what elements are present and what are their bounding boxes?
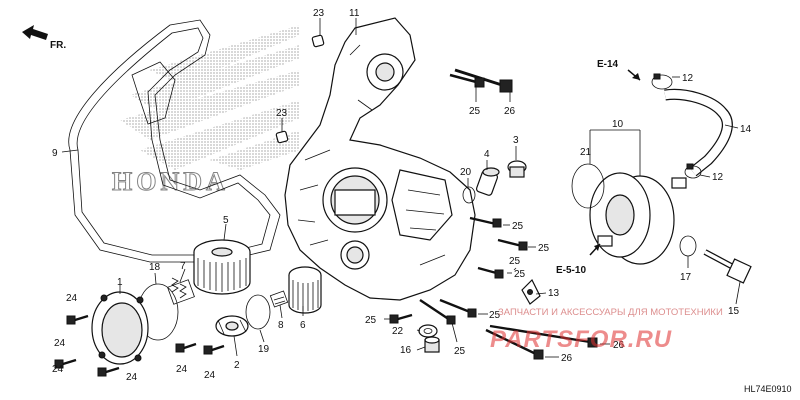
part-23-dowel-pin-upper: [311, 34, 325, 48]
callout-22: 22: [392, 326, 404, 337]
part-24-bolt-c: [97, 366, 120, 377]
watermark-brand: PARTSFOR.RU: [490, 326, 672, 353]
callout-24-c: 24: [126, 372, 138, 383]
part-10-oil-cooler: [589, 172, 687, 265]
part-25-bolt-right-b: [497, 238, 528, 251]
part-2-filter-spacer: [215, 315, 249, 337]
part-4-relief-valve: [475, 167, 500, 196]
part-7-spring: [167, 277, 195, 305]
reference-e5-10[interactable]: E-5-10: [556, 265, 586, 276]
part-17-o-ring: [679, 235, 697, 257]
part-8-spring: [269, 290, 289, 308]
callout-26-b: 26: [561, 353, 573, 364]
part-26-long-bolt-a: [489, 324, 598, 348]
callout-5: 5: [223, 215, 229, 226]
callout-24-a: 24: [66, 293, 78, 304]
callout-19: 19: [258, 344, 270, 355]
callout-26-c: 26: [613, 340, 625, 351]
part-3-plug: [507, 160, 527, 178]
part-25-bolt-right-a: [469, 216, 502, 228]
callout-labels: 1 2 3 4 5 6 7 8 9 10 11 12 12 13 14 15 1…: [52, 8, 752, 383]
callout-25-d: 25: [509, 256, 521, 267]
part-22-sealing-washer: [418, 324, 438, 338]
part-24-bolt-a: [66, 314, 89, 325]
callout-23-lower: 23: [276, 108, 288, 119]
callout-25-c: 25: [538, 243, 550, 254]
callout-9: 9: [52, 148, 58, 159]
callout-24-d: 24: [176, 364, 188, 375]
callout-24-b: 24: [54, 338, 66, 349]
part-13-clamp: [521, 278, 541, 305]
callout-18: 18: [149, 262, 161, 273]
part-25-long-bolt-a: [419, 299, 456, 325]
part-15-oil-bolt: [703, 249, 752, 284]
callout-25-f: 25: [365, 315, 377, 326]
diagram-code: HL74E0910: [744, 384, 792, 394]
part-12-hose-clamp-lower: [684, 163, 702, 179]
part-24-bolt-e: [203, 344, 225, 355]
svg-text:HONDA: HONDA: [112, 167, 229, 196]
part-12-hose-clamp-upper: [651, 73, 673, 90]
part-24-bolt-b: [54, 358, 77, 369]
part-26-long-bolt-b: [485, 328, 544, 360]
callout-24-f: 24: [52, 364, 64, 375]
part-5-oil-filter: [193, 239, 251, 295]
part-6-oil-strainer: [288, 266, 322, 314]
callout-8: 8: [278, 320, 284, 331]
part-21-o-ring: [571, 163, 605, 209]
callout-23-upper: 23: [313, 8, 325, 19]
part-16-drain-bolt: [424, 336, 440, 353]
callout-25-g: 25: [489, 310, 501, 321]
callout-12-upper: 12: [682, 73, 694, 84]
part-24-bolt-d: [175, 342, 197, 353]
part-25-flange-bolt-upper: [449, 73, 485, 88]
callout-11: 11: [349, 8, 360, 19]
callout-7: 7: [180, 261, 186, 272]
part-25-long-bolt-b: [439, 298, 477, 318]
callout-13: 13: [548, 288, 560, 299]
direction-label: FR.: [50, 40, 66, 51]
leader-lines: [61, 18, 741, 358]
callout-25-b: 25: [512, 221, 524, 232]
part-9-gasket: [68, 19, 281, 263]
callout-10: 10: [612, 119, 624, 130]
callout-2: 2: [234, 360, 240, 371]
callout-24-e: 24: [204, 370, 216, 381]
callout-20: 20: [460, 167, 472, 178]
callout-16: 16: [400, 345, 412, 356]
part-23-dowel-pin-lower: [275, 130, 289, 144]
callout-6: 6: [300, 320, 306, 331]
part-20-o-ring: [462, 186, 476, 204]
callout-12-lower: 12: [712, 172, 724, 183]
callout-1: 1: [117, 277, 123, 288]
part-1-filter-cover: [91, 291, 149, 365]
reference-e14[interactable]: E-14: [597, 59, 619, 70]
part-25-bolt-right-c: [477, 266, 504, 279]
callout-15: 15: [728, 306, 740, 317]
part-11-left-crankcase-cover: [284, 17, 476, 301]
e5-10-reference-arrow-icon: [589, 243, 601, 256]
callout-25-e: 25: [514, 269, 526, 280]
callout-21: 21: [580, 147, 592, 158]
watermark-tagline: ЗАПЧАСТИ И АКСЕССУАРЫ ДЛЯ МОТОТЕХНИКИ: [498, 307, 723, 318]
callout-26-a: 26: [504, 106, 516, 117]
part-25-bolt-left: [389, 313, 413, 324]
part-14-oil-cooler-hose: [664, 88, 733, 177]
e14-reference-arrow-icon: [627, 69, 641, 81]
callout-17: 17: [680, 272, 692, 283]
part-19-o-ring: [245, 294, 271, 330]
front-direction-arrow-icon: [22, 25, 48, 40]
callout-25-h: 25: [454, 346, 466, 357]
callout-4: 4: [484, 149, 490, 160]
callout-3: 3: [513, 135, 519, 146]
callout-25-a: 25: [469, 106, 481, 117]
callout-14: 14: [740, 124, 752, 135]
